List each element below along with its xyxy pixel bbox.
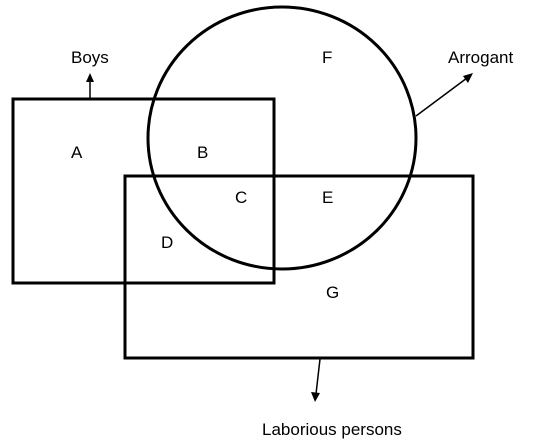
boys-rectangle [11, 97, 276, 285]
boys-label: Boys [71, 48, 109, 67]
laborious-persons-pointer [311, 358, 321, 402]
arrogant-pointer [415, 73, 473, 117]
arrogant-circle [146, 5, 418, 271]
laborious-persons-rectangle [123, 174, 475, 360]
region-g-label: G [326, 283, 339, 302]
region-c-label: C [235, 188, 247, 207]
arrogant-label: Arrogant [448, 48, 513, 67]
region-e-label: E [322, 188, 333, 207]
region-b-label: B [197, 143, 208, 162]
region-f-label: F [322, 48, 332, 67]
region-a-label: A [71, 143, 83, 162]
boys-pointer [86, 73, 94, 98]
laborious-persons-label: Laborious persons [262, 420, 402, 439]
region-d-label: D [161, 233, 173, 252]
